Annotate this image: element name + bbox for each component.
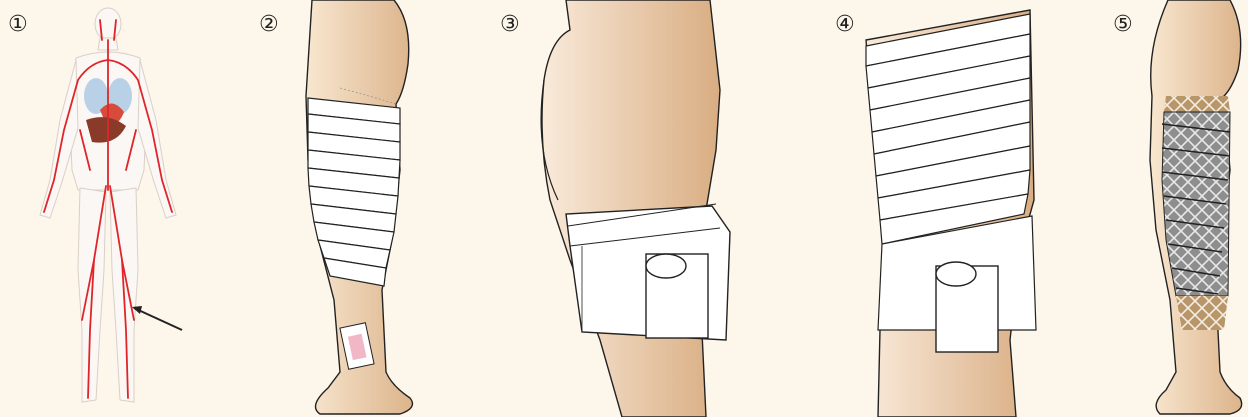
thigh-bandage-start: [530, 0, 740, 417]
lower-leg-spiral-bandage: [300, 0, 430, 417]
leg-compression-wrap: [1146, 0, 1246, 417]
step-3-label: ③: [500, 14, 520, 36]
step-2-label: ②: [259, 14, 279, 36]
step-4-label: ④: [835, 14, 855, 36]
circulatory-system-figure: [20, 0, 195, 417]
thigh-spiral-bandage: [860, 0, 1040, 417]
step-5-label: ⑤: [1113, 14, 1133, 36]
